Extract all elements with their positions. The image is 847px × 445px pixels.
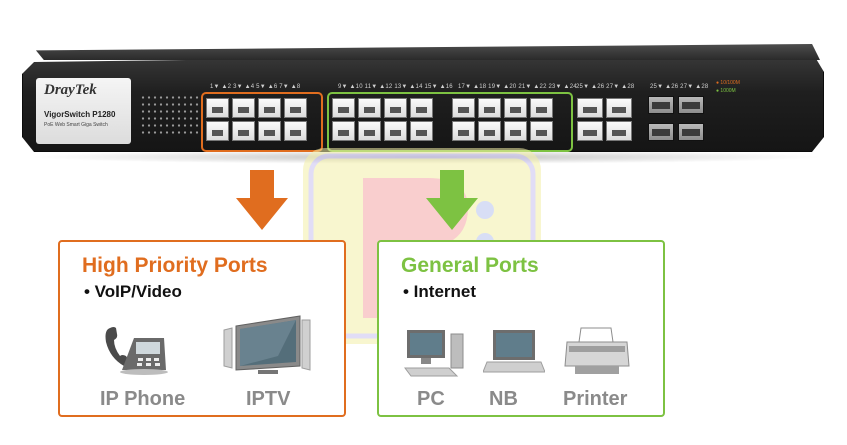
port (478, 98, 501, 118)
network-switch: DrayTek VigorSwitch P1280 PoE Web Smart … (22, 42, 830, 160)
port-numbers-1-8: 1▼ ▲2 3▼ ▲4 5▼ ▲6 7▼ ▲8 (210, 84, 301, 90)
sfp-port (648, 96, 674, 114)
port (530, 121, 553, 141)
arrow-shaft (440, 170, 464, 200)
arrow-head (236, 198, 288, 230)
sfp-port-group (648, 96, 704, 141)
legend-10-100m-text: 10/100M (720, 80, 740, 86)
legend-1000m-text: 1000M (720, 88, 736, 94)
port (530, 98, 553, 118)
port (384, 121, 407, 141)
iptv-label: IPTV (246, 388, 291, 410)
nb-label: NB (489, 388, 518, 410)
port (577, 98, 603, 118)
port (504, 98, 527, 118)
iptv-icon (223, 315, 311, 374)
port (332, 121, 355, 141)
port (577, 121, 603, 141)
general-item: • Internet (403, 282, 477, 301)
port (284, 98, 307, 118)
port (206, 98, 229, 118)
port (258, 98, 281, 118)
general-ports-highlight (327, 92, 573, 152)
port-numbers-9-16: 9▼ ▲10 11▼ ▲12 13▼ ▲14 15▼ ▲16 (338, 84, 453, 90)
port (504, 121, 527, 141)
port (358, 121, 381, 141)
high-priority-arrow (236, 170, 288, 230)
sfp-port (678, 96, 704, 114)
port (206, 121, 229, 141)
printer-icon (564, 327, 630, 374)
combo-port-group (577, 98, 632, 141)
general-port-group-17-24 (452, 98, 553, 141)
general-port-group-9-16 (332, 98, 433, 141)
port (606, 121, 632, 141)
draytek-logo: DrayTek (44, 82, 97, 98)
switch-model-subtitle: PoE Web Smart Giga Switch (44, 122, 108, 128)
legend-1000m: ● 1000M (716, 88, 736, 94)
port-numbers-sfp: 25▼ ▲26 27▼ ▲28 (650, 84, 709, 90)
port-numbers-25-28: 25▼ ▲26 27▼ ▲28 (576, 84, 635, 90)
port (452, 121, 475, 141)
arrow-head (426, 198, 478, 230)
general-arrow (426, 170, 478, 230)
port (410, 121, 433, 141)
high-priority-port-group (206, 98, 307, 141)
pc-label: PC (417, 388, 445, 410)
arrow-shaft (250, 170, 274, 200)
high-priority-title: High Priority Ports (82, 254, 268, 277)
watermark-dot (476, 201, 494, 219)
ip-phone-label: IP Phone (100, 388, 186, 410)
printer-label: Printer (563, 388, 628, 410)
sfp-port (678, 123, 704, 141)
port (232, 98, 255, 118)
port (410, 98, 433, 118)
switch-model: VigorSwitch P1280 (44, 110, 116, 119)
legend-10-100m: ● 10/100M (716, 80, 740, 86)
switch-label-plate: DrayTek VigorSwitch P1280 PoE Web Smart … (36, 78, 131, 144)
port (232, 121, 255, 141)
switch-top-edge (35, 44, 820, 60)
notebook-icon (483, 330, 545, 373)
general-panel: General Ports • Internet PC NB Printer (377, 240, 665, 417)
high-priority-ports-highlight (201, 92, 323, 152)
general-title: General Ports (401, 254, 539, 277)
port (478, 121, 501, 141)
port (452, 98, 475, 118)
port (384, 98, 407, 118)
high-priority-item: • VoIP/Video (84, 282, 182, 301)
status-led-panel (140, 94, 200, 138)
sfp-port (648, 123, 674, 141)
port (258, 121, 281, 141)
port (332, 98, 355, 118)
port (284, 121, 307, 141)
port (358, 98, 381, 118)
port (606, 98, 632, 118)
ip-phone-icon (105, 327, 168, 375)
port-numbers-17-24: 17▼ ▲18 19▼ ▲20 21▼ ▲22 23▼ ▲24 (458, 84, 577, 90)
high-priority-panel: High Priority Ports • VoIP/Video IP Phon… (58, 240, 346, 417)
pc-icon (404, 330, 464, 377)
